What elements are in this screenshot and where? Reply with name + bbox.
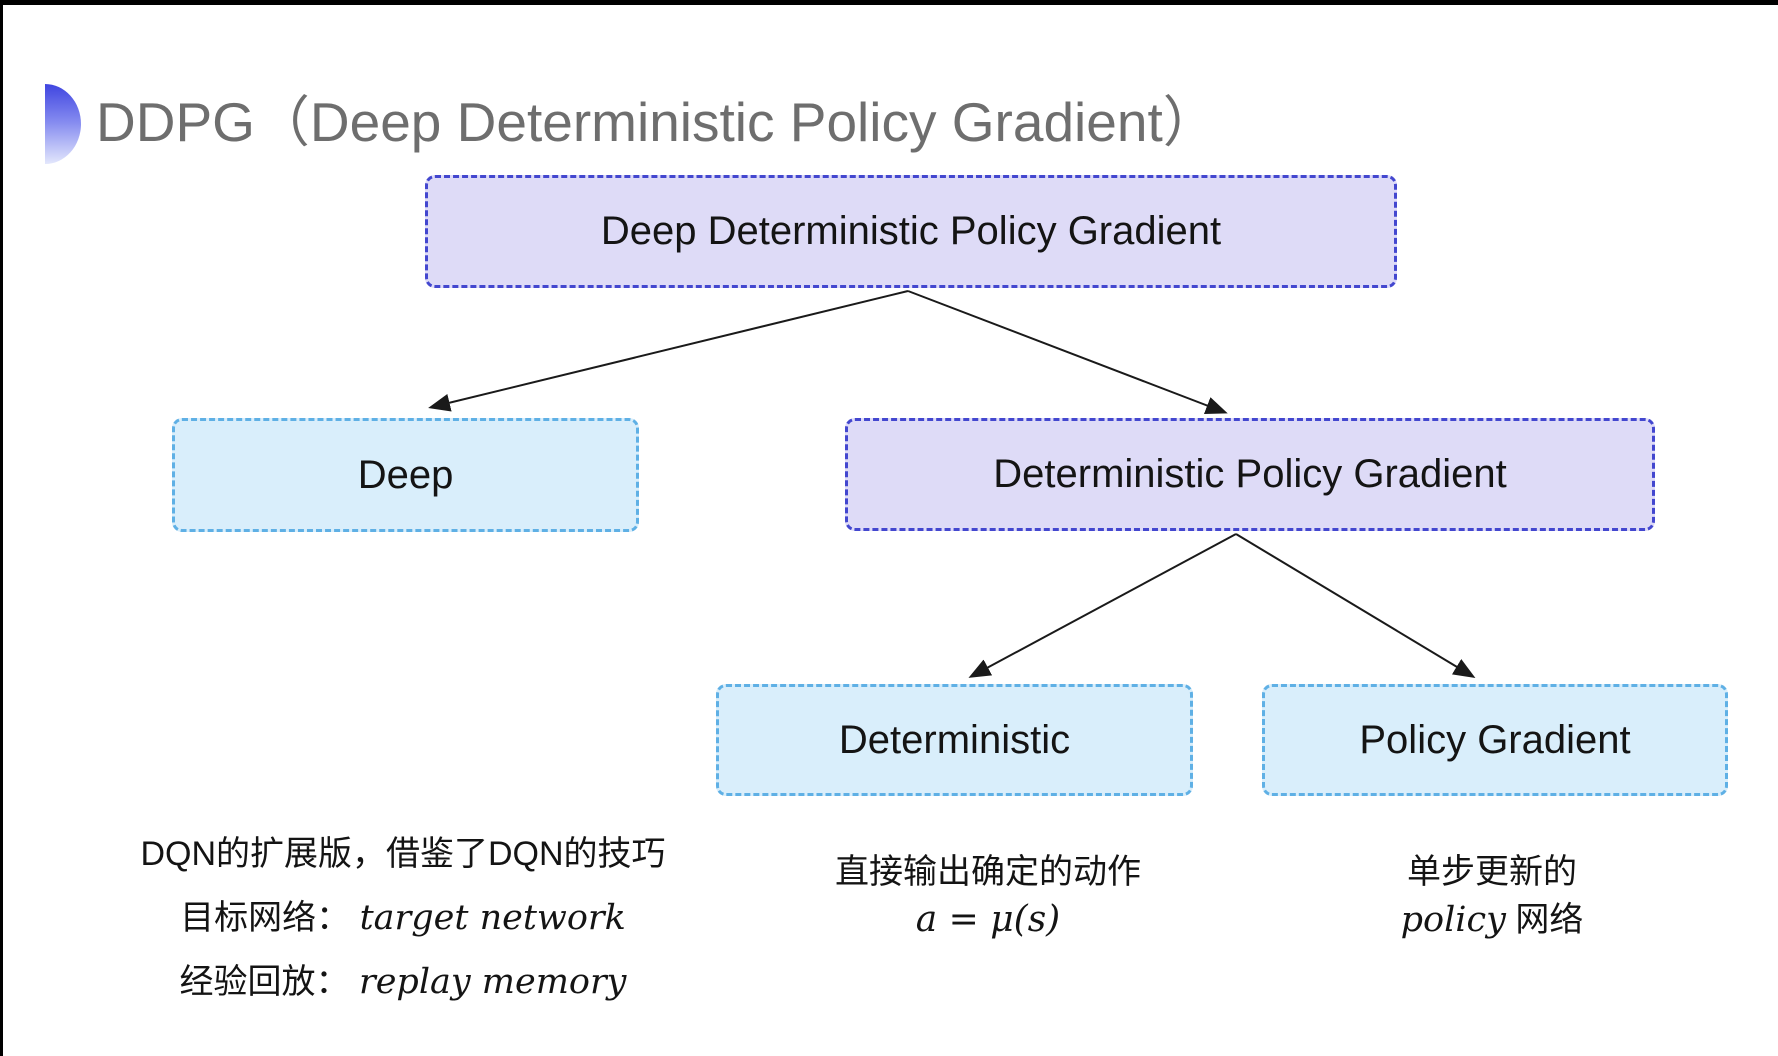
note-deep-line2-value: target network (359, 898, 626, 938)
tree-node-root: Deep Deterministic Policy Gradient (425, 175, 1397, 288)
note-policy-gradient-line2: policy 网络 (1401, 900, 1584, 940)
note-deterministic-formula: a = μ(s) (915, 899, 1061, 940)
note-deep-line3-value: replay memory (358, 962, 627, 1002)
note-deterministic-line1: 直接输出确定的动作 (835, 853, 1141, 891)
tree-node-deterministic: Deterministic (716, 684, 1193, 796)
tree-node-deep: Deep (172, 418, 639, 532)
tree-node-policy-gradient-label: Policy Gradient (1359, 717, 1631, 762)
note-policy-gradient-details: 单步更新的 policy 网络 (1292, 852, 1692, 940)
note-deep-line3-label: 经验回放： (179, 963, 350, 1001)
window-top-border (0, 0, 1778, 5)
tree-node-deterministic-label: Deterministic (838, 717, 1071, 762)
page-title: DDPG（Deep Deterministic Policy Gradient） (96, 91, 1218, 153)
tree-node-policy-gradient: Policy Gradient (1262, 684, 1728, 796)
note-policy-gradient-line2-italic: policy (1400, 900, 1506, 940)
note-policy-gradient-line2-rest: 网络 (1515, 901, 1584, 939)
note-deep-details: DQN的扩展版，借鉴了DQN的技巧 目标网络： target network 经… (120, 834, 686, 1002)
note-policy-gradient-line1: 单步更新的 (1407, 853, 1577, 891)
tree-node-dpg-label: Deterministic Policy Gradient (993, 452, 1507, 496)
note-deterministic-details: 直接输出确定的动作 a = μ(s) (788, 852, 1188, 940)
note-deep-line1: DQN的扩展版，借鉴了DQN的技巧 (140, 835, 666, 873)
tree-node-root-label: Deep Deterministic Policy Gradient (600, 209, 1222, 253)
note-deep-line2-label: 目标网络： (180, 899, 351, 937)
tree-node-deep-label: Deep (357, 452, 454, 497)
note-deep-line2: 目标网络： target network (180, 898, 626, 938)
window-left-border (0, 0, 3, 1056)
note-deep-line3: 经验回放： replay memory (180, 962, 627, 1002)
title-bullet-icon (45, 84, 81, 164)
tree-node-deterministic-policy-gradient: Deterministic Policy Gradient (845, 418, 1655, 531)
